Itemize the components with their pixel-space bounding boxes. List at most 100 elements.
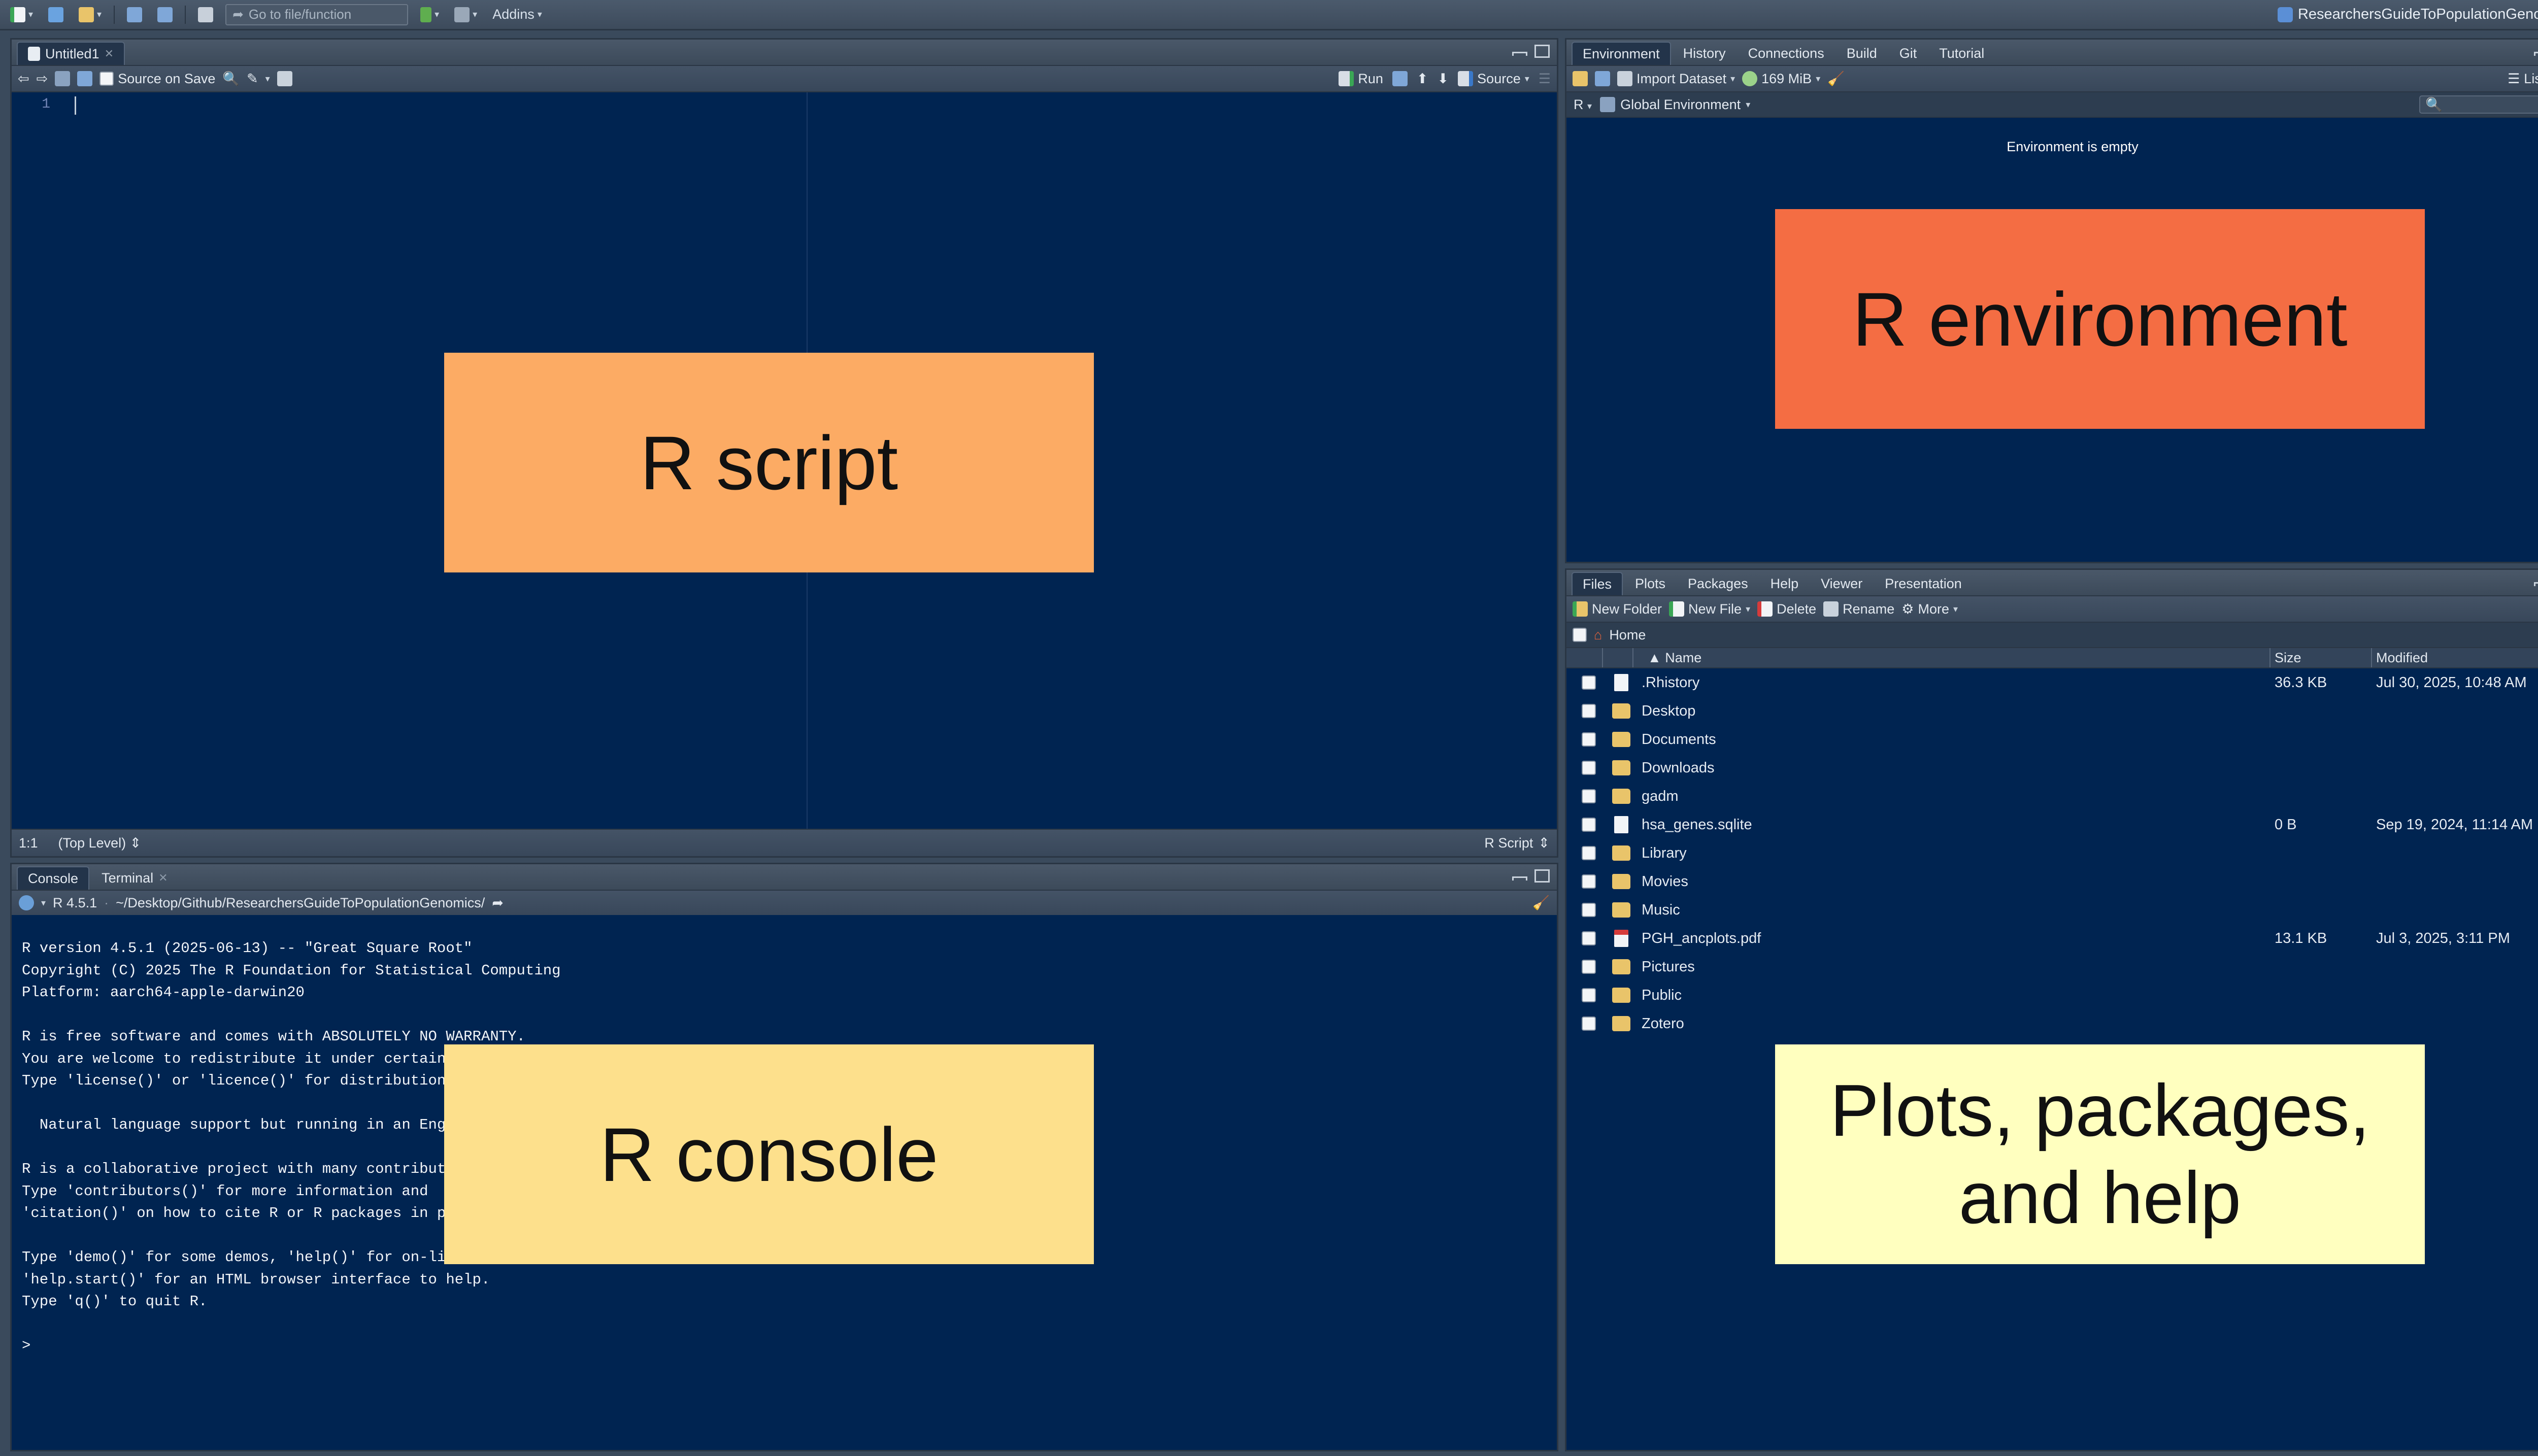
go-to-directory-icon[interactable]: ➦ xyxy=(492,895,504,910)
source-button[interactable]: Source ▾ xyxy=(1458,71,1529,87)
tab-git[interactable]: Git xyxy=(1889,42,1927,65)
show-in-window-icon[interactable] xyxy=(55,71,71,86)
project-menu[interactable]: ResearchersGuideToPopulationGenomics ▾ xyxy=(2277,6,2538,23)
minimize-icon[interactable] xyxy=(2534,582,2538,586)
load-workspace-icon[interactable] xyxy=(1573,71,1588,86)
file-row[interactable]: Pictures xyxy=(1566,953,2538,981)
search-icon[interactable]: 🔍 xyxy=(222,71,240,86)
more-button[interactable]: ⚙ More ▾ xyxy=(1901,601,1958,617)
file-name[interactable]: PGH_ancplots.pdf xyxy=(1642,930,1761,946)
tab-terminal[interactable]: Terminal ✕ xyxy=(91,866,178,890)
save-icon[interactable] xyxy=(77,71,93,86)
row-checkbox[interactable] xyxy=(1582,846,1596,860)
row-checkbox[interactable] xyxy=(1582,1017,1596,1031)
row-checkbox[interactable] xyxy=(1582,960,1596,974)
file-name[interactable]: hsa_genes.sqlite xyxy=(1642,816,1752,833)
close-icon[interactable]: ✕ xyxy=(104,47,114,60)
new-file-button[interactable]: New File ▾ xyxy=(1669,601,1750,617)
tab-help[interactable]: Help xyxy=(1760,572,1809,595)
run-button[interactable]: Run xyxy=(1339,71,1383,87)
working-directory[interactable]: ~/Desktop/Github/ResearchersGuideToPopul… xyxy=(116,895,485,910)
chevron-down-icon[interactable]: ▾ xyxy=(41,897,46,908)
git-button[interactable]: ▾ xyxy=(417,4,442,26)
scope-selector[interactable]: Global Environment ▾ xyxy=(1600,97,1750,113)
row-checkbox[interactable] xyxy=(1582,988,1596,1002)
view-mode-selector[interactable]: ☰ List ▾ xyxy=(2508,71,2538,87)
row-checkbox[interactable] xyxy=(1582,789,1596,803)
tab-presentation[interactable]: Presentation xyxy=(1875,572,1972,595)
open-file-button[interactable]: ▾ xyxy=(76,4,105,26)
file-name[interactable]: Movies xyxy=(1642,873,1688,890)
save-button[interactable] xyxy=(124,4,145,26)
tab-connections[interactable]: Connections xyxy=(1738,42,1834,65)
row-checkbox[interactable] xyxy=(1582,931,1596,945)
r-logo-icon[interactable] xyxy=(19,895,34,910)
rename-button[interactable]: Rename xyxy=(1823,601,1894,617)
language-selector[interactable]: R ▾ xyxy=(1574,97,1592,113)
source-on-save-checkbox[interactable]: Source on Save xyxy=(99,71,215,87)
tab-plots[interactable]: Plots xyxy=(1625,572,1676,595)
environment-search-input[interactable]: 🔍 xyxy=(2419,95,2538,114)
column-header-size[interactable]: Size xyxy=(2275,650,2301,665)
print-button[interactable] xyxy=(195,4,216,26)
file-row[interactable]: gadm xyxy=(1566,782,2538,810)
file-name[interactable]: Desktop xyxy=(1642,702,1696,719)
compile-report-icon[interactable]: ☰ xyxy=(1538,71,1551,86)
down-arrow-icon[interactable]: ⬇ xyxy=(1437,71,1449,86)
file-row[interactable]: Public xyxy=(1566,981,2538,1009)
document-outline-icon[interactable] xyxy=(277,71,292,86)
file-name[interactable]: gadm xyxy=(1642,788,1679,804)
goto-file-input[interactable]: ➦ Go to file/function xyxy=(225,4,409,25)
tab-packages[interactable]: Packages xyxy=(1678,572,1758,595)
close-icon[interactable]: ✕ xyxy=(158,871,168,884)
file-row[interactable]: Movies xyxy=(1566,867,2538,896)
row-checkbox[interactable] xyxy=(1582,732,1596,747)
file-row[interactable]: Documents xyxy=(1566,725,2538,754)
magic-wand-icon[interactable]: ✎ xyxy=(247,71,258,86)
file-name[interactable]: Public xyxy=(1642,987,1682,1003)
new-project-button[interactable] xyxy=(45,4,66,26)
file-row[interactable]: Desktop xyxy=(1566,697,2538,725)
row-checkbox[interactable] xyxy=(1582,704,1596,718)
breadcrumb-home[interactable]: Home xyxy=(1609,627,1646,642)
save-all-button[interactable] xyxy=(154,4,176,26)
file-row[interactable]: Library xyxy=(1566,839,2538,867)
column-header-modified[interactable]: Modified xyxy=(2376,650,2428,665)
memory-usage-button[interactable]: 169 MiB ▾ xyxy=(1742,71,1820,87)
file-name[interactable]: .Rhistory xyxy=(1642,674,1700,691)
broom-icon[interactable]: 🧹 xyxy=(1827,71,1845,86)
clear-console-icon[interactable]: 🧹 xyxy=(1532,895,1550,910)
row-checkbox[interactable] xyxy=(1582,761,1596,775)
row-checkbox[interactable] xyxy=(1582,874,1596,889)
column-header-name[interactable]: ▲ Name xyxy=(1648,650,1702,665)
file-name[interactable]: Documents xyxy=(1642,731,1716,748)
save-workspace-icon[interactable] xyxy=(1595,71,1610,86)
file-name[interactable]: Music xyxy=(1642,901,1680,918)
import-dataset-button[interactable]: Import Dataset ▾ xyxy=(1617,71,1735,87)
file-row[interactable]: Music xyxy=(1566,896,2538,924)
tab-viewer[interactable]: Viewer xyxy=(1811,572,1873,595)
file-name[interactable]: Library xyxy=(1642,844,1687,861)
tab-history[interactable]: History xyxy=(1673,42,1736,65)
file-name[interactable]: Downloads xyxy=(1642,759,1715,776)
forward-arrow-icon[interactable]: ⇨ xyxy=(36,71,48,86)
chevron-down-icon[interactable]: ▾ xyxy=(265,73,270,84)
minimize-icon[interactable] xyxy=(1512,876,1527,881)
tab-untitled1[interactable]: Untitled1 ✕ xyxy=(17,42,125,65)
maximize-icon[interactable] xyxy=(1534,45,1550,58)
tab-environment[interactable]: Environment xyxy=(1572,42,1671,65)
new-file-button[interactable]: ▾ xyxy=(7,4,36,26)
delete-button[interactable]: Delete xyxy=(1757,601,1816,617)
back-arrow-icon[interactable]: ⇦ xyxy=(18,71,29,86)
file-name[interactable]: Zotero xyxy=(1642,1015,1684,1032)
file-type-selector[interactable]: R Script ⇕ xyxy=(1484,835,1550,851)
home-icon[interactable]: ⌂ xyxy=(1594,627,1602,642)
up-arrow-icon[interactable]: ⬆ xyxy=(1416,71,1428,86)
file-row[interactable]: Downloads xyxy=(1566,754,2538,782)
workspace-panes-button[interactable]: ▾ xyxy=(451,4,480,26)
tab-build[interactable]: Build xyxy=(1836,42,1887,65)
addins-menu[interactable]: Addins ▾ xyxy=(489,4,545,26)
